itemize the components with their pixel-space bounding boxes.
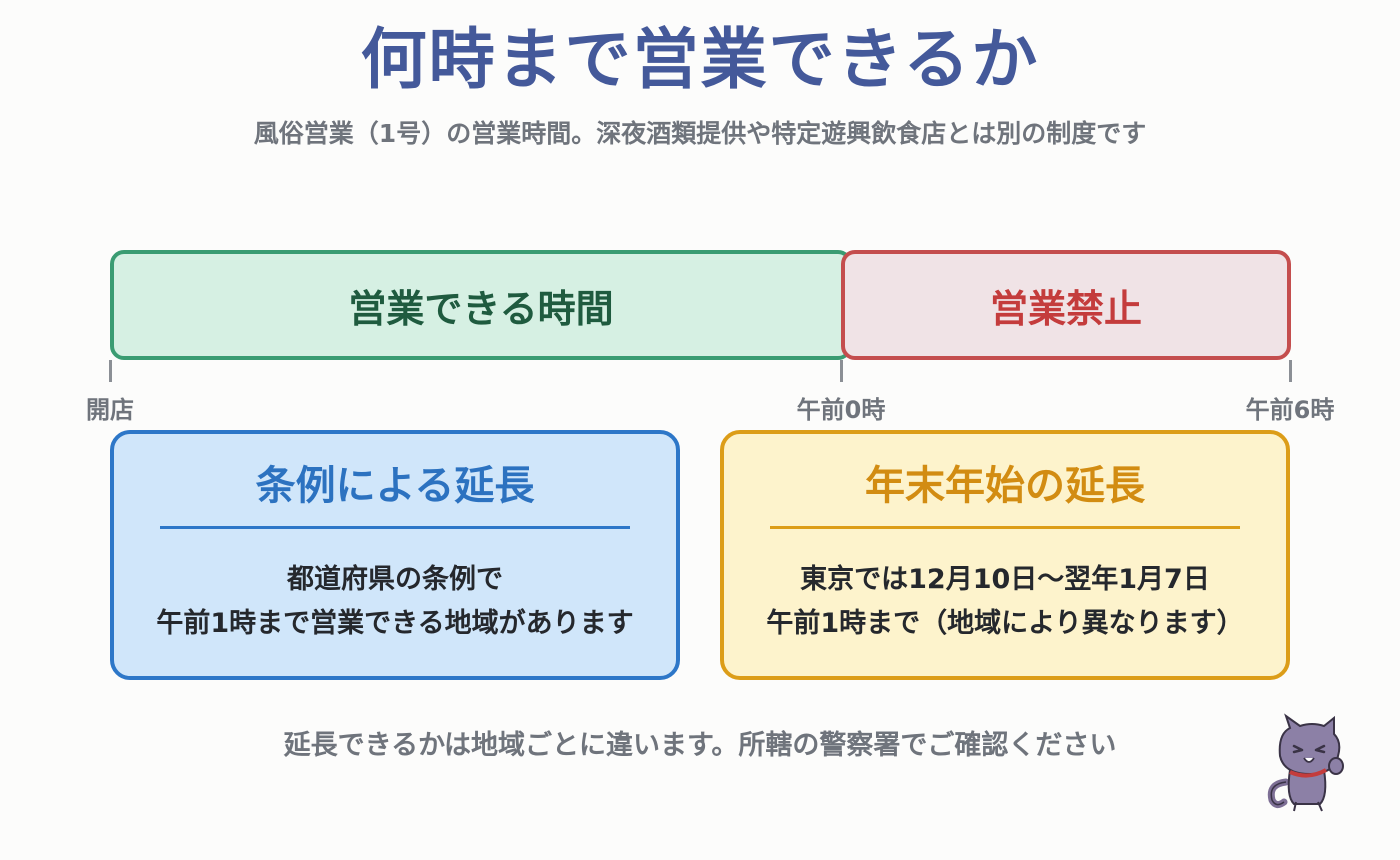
tick-midnight: [840, 360, 843, 382]
ordinance-extension-card: 条例による延長 都道府県の条例で 午前1時まで営業できる地域があります: [110, 430, 680, 680]
new-year-card-divider: [770, 526, 1240, 529]
new-year-card-title: 年末年始の延長: [865, 463, 1145, 509]
new-year-card-line-2: 午前1時まで（地域により異なります）: [766, 608, 1244, 639]
tick-label-midnight: 午前0時: [796, 396, 886, 424]
tick-label-6am: 午前6時: [1245, 396, 1335, 424]
tick-6am: [1289, 360, 1292, 382]
tick-open: [109, 360, 112, 382]
cat-mascot-icon: [1267, 713, 1344, 812]
footer-note: 延長できるかは地域ごとに違います。所轄の警察署でご確認ください: [283, 730, 1117, 761]
allowed-hours-label: 営業できる時間: [348, 286, 614, 331]
page-subtitle: 風俗営業（1号）の営業時間。深夜酒類提供や特定遊興飲食店とは別の制度です: [253, 119, 1147, 148]
page-title: 何時まで営業できるか: [360, 21, 1040, 98]
ordinance-card-line-1: 都道府県の条例で: [287, 564, 503, 595]
ordinance-card-divider: [160, 526, 630, 529]
ordinance-card-line-2: 午前1時まで営業できる地域があります: [156, 608, 634, 639]
allowed-hours-bar: 営業できる時間: [110, 250, 852, 360]
tick-label-open: 開店: [86, 396, 134, 424]
prohibited-hours-bar: 営業禁止: [841, 250, 1291, 360]
ordinance-card-title: 条例による延長: [255, 463, 535, 509]
ordinance-card-body: 都道府県の条例で 午前1時まで営業できる地域があります: [100, 558, 690, 646]
prohibited-hours-label: 営業禁止: [989, 286, 1142, 331]
new-year-extension-card: 年末年始の延長 東京では12月10日〜翌年1月7日 午前1時まで（地域により異な…: [720, 430, 1290, 680]
new-year-card-body: 東京では12月10日〜翌年1月7日 午前1時まで（地域により異なります）: [710, 558, 1300, 646]
new-year-card-line-1: 東京では12月10日〜翌年1月7日: [800, 564, 1210, 595]
